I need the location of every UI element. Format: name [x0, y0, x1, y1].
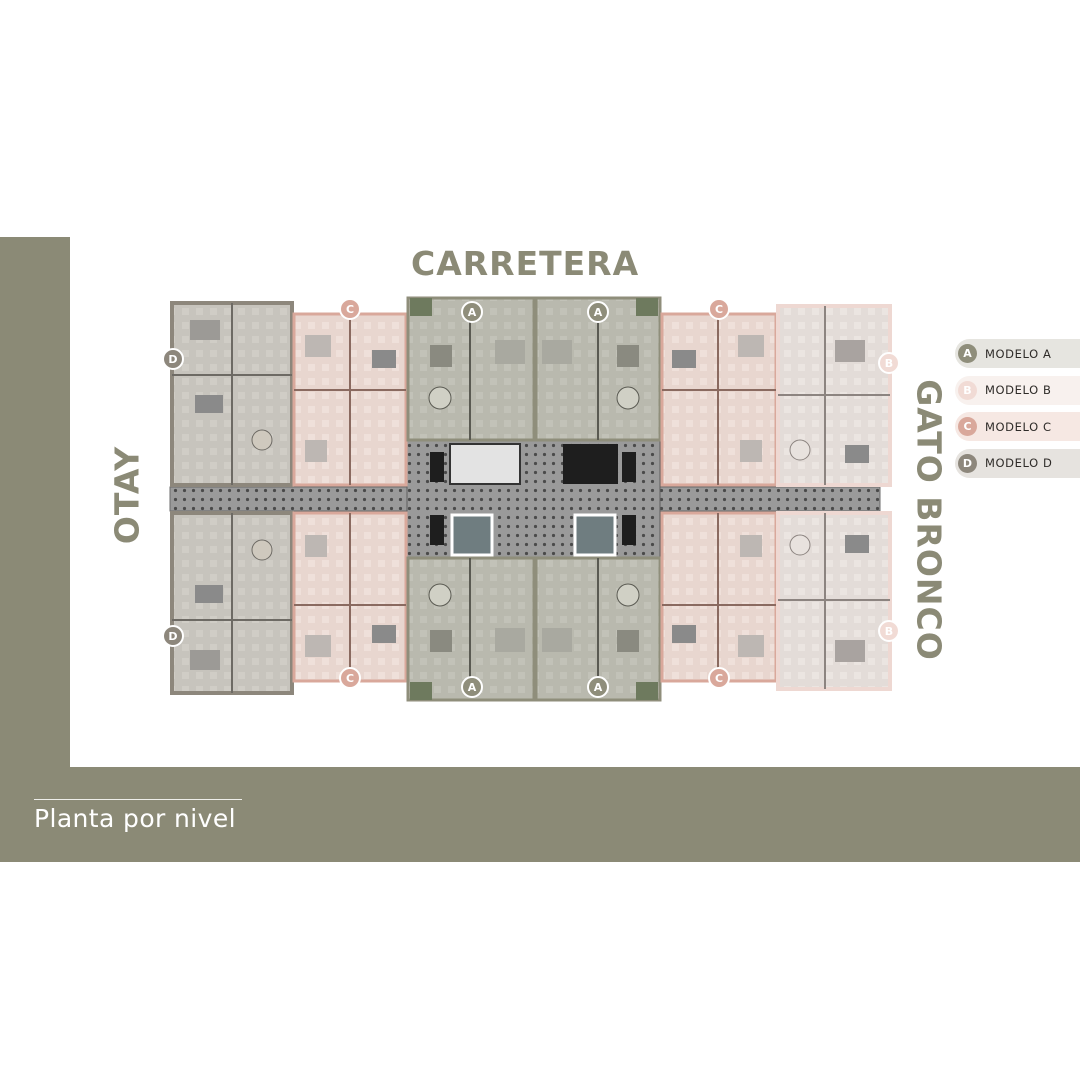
legend-label: MODELO C [985, 419, 1052, 434]
unit-c-top-right [660, 312, 778, 487]
unit-badge-letter: C [715, 303, 723, 316]
shaft-4 [622, 515, 636, 545]
legend-badge: C [958, 417, 977, 436]
unit-badge-a-top-right: A [587, 301, 609, 323]
unit-badge-a-top-left: A [461, 301, 483, 323]
shaft-3 [430, 515, 444, 545]
unit-badge-c-bottom-right: C [708, 667, 730, 689]
legend-label: MODELO A [985, 346, 1052, 361]
unit-badge-letter: C [346, 303, 354, 316]
elevator-left [450, 513, 494, 557]
street-label-carretera: CARRETERA [411, 244, 640, 283]
unit-badge-c-top-right: C [708, 298, 730, 320]
legend-badge: A [958, 344, 977, 363]
unit-c-bottom-left [292, 511, 408, 683]
unit-badge-c-top-left: C [339, 298, 361, 320]
elevator-core-right [563, 444, 618, 484]
unit-badge-b-top: B [878, 352, 900, 374]
unit-c-bottom-right [660, 511, 778, 683]
unit-badge-c-bottom-left: C [339, 667, 361, 689]
legend-item-modelo-a: A MODELO A [955, 339, 1080, 368]
unit-badge-letter: B [885, 357, 893, 370]
stair-core-left [449, 443, 521, 485]
elevator-right [573, 513, 617, 557]
unit-badge-b-bottom: B [878, 620, 900, 642]
shaft-2 [622, 452, 636, 482]
unit-badge-a-bottom-right: A [587, 676, 609, 698]
legend-label: MODELO B [985, 383, 1052, 397]
model-legend: A MODELO A B MODELO B C MODELO C D MODEL… [955, 339, 1080, 485]
legend-label: MODELO D [985, 456, 1053, 470]
unit-badge-letter: C [346, 672, 354, 685]
legend-item-modelo-b: B MODELO B [955, 375, 1080, 405]
unit-badge-letter: D [168, 630, 177, 643]
legend-item-modelo-d: D MODELO D [955, 448, 1080, 478]
unit-d-top [170, 301, 294, 487]
unit-badge-letter: A [594, 306, 603, 319]
unit-badge-letter: A [468, 306, 477, 319]
unit-badge-letter: B [885, 625, 893, 638]
unit-b-bottom [776, 511, 892, 691]
frame-bottom-band [0, 767, 1080, 862]
unit-b-top [776, 304, 892, 487]
unit-badge-a-bottom-left: A [461, 676, 483, 698]
legend-badge: B [958, 380, 977, 400]
unit-badge-letter: D [168, 353, 177, 366]
legend-badge: D [958, 453, 977, 473]
caption-rule [34, 799, 242, 800]
unit-c-top-left [292, 312, 408, 487]
legend-item-modelo-c: C MODELO C [955, 412, 1080, 441]
caption-planta-por-nivel: Planta por nivel [34, 804, 236, 833]
shaft-1 [430, 452, 444, 482]
unit-badge-letter: C [715, 672, 723, 685]
unit-badge-d-top: D [162, 348, 184, 370]
frame-left-band [0, 237, 70, 767]
unit-badge-d-bottom: D [162, 625, 184, 647]
unit-badge-letter: A [468, 681, 477, 694]
unit-badge-letter: A [594, 681, 603, 694]
unit-d-bottom [170, 511, 294, 695]
